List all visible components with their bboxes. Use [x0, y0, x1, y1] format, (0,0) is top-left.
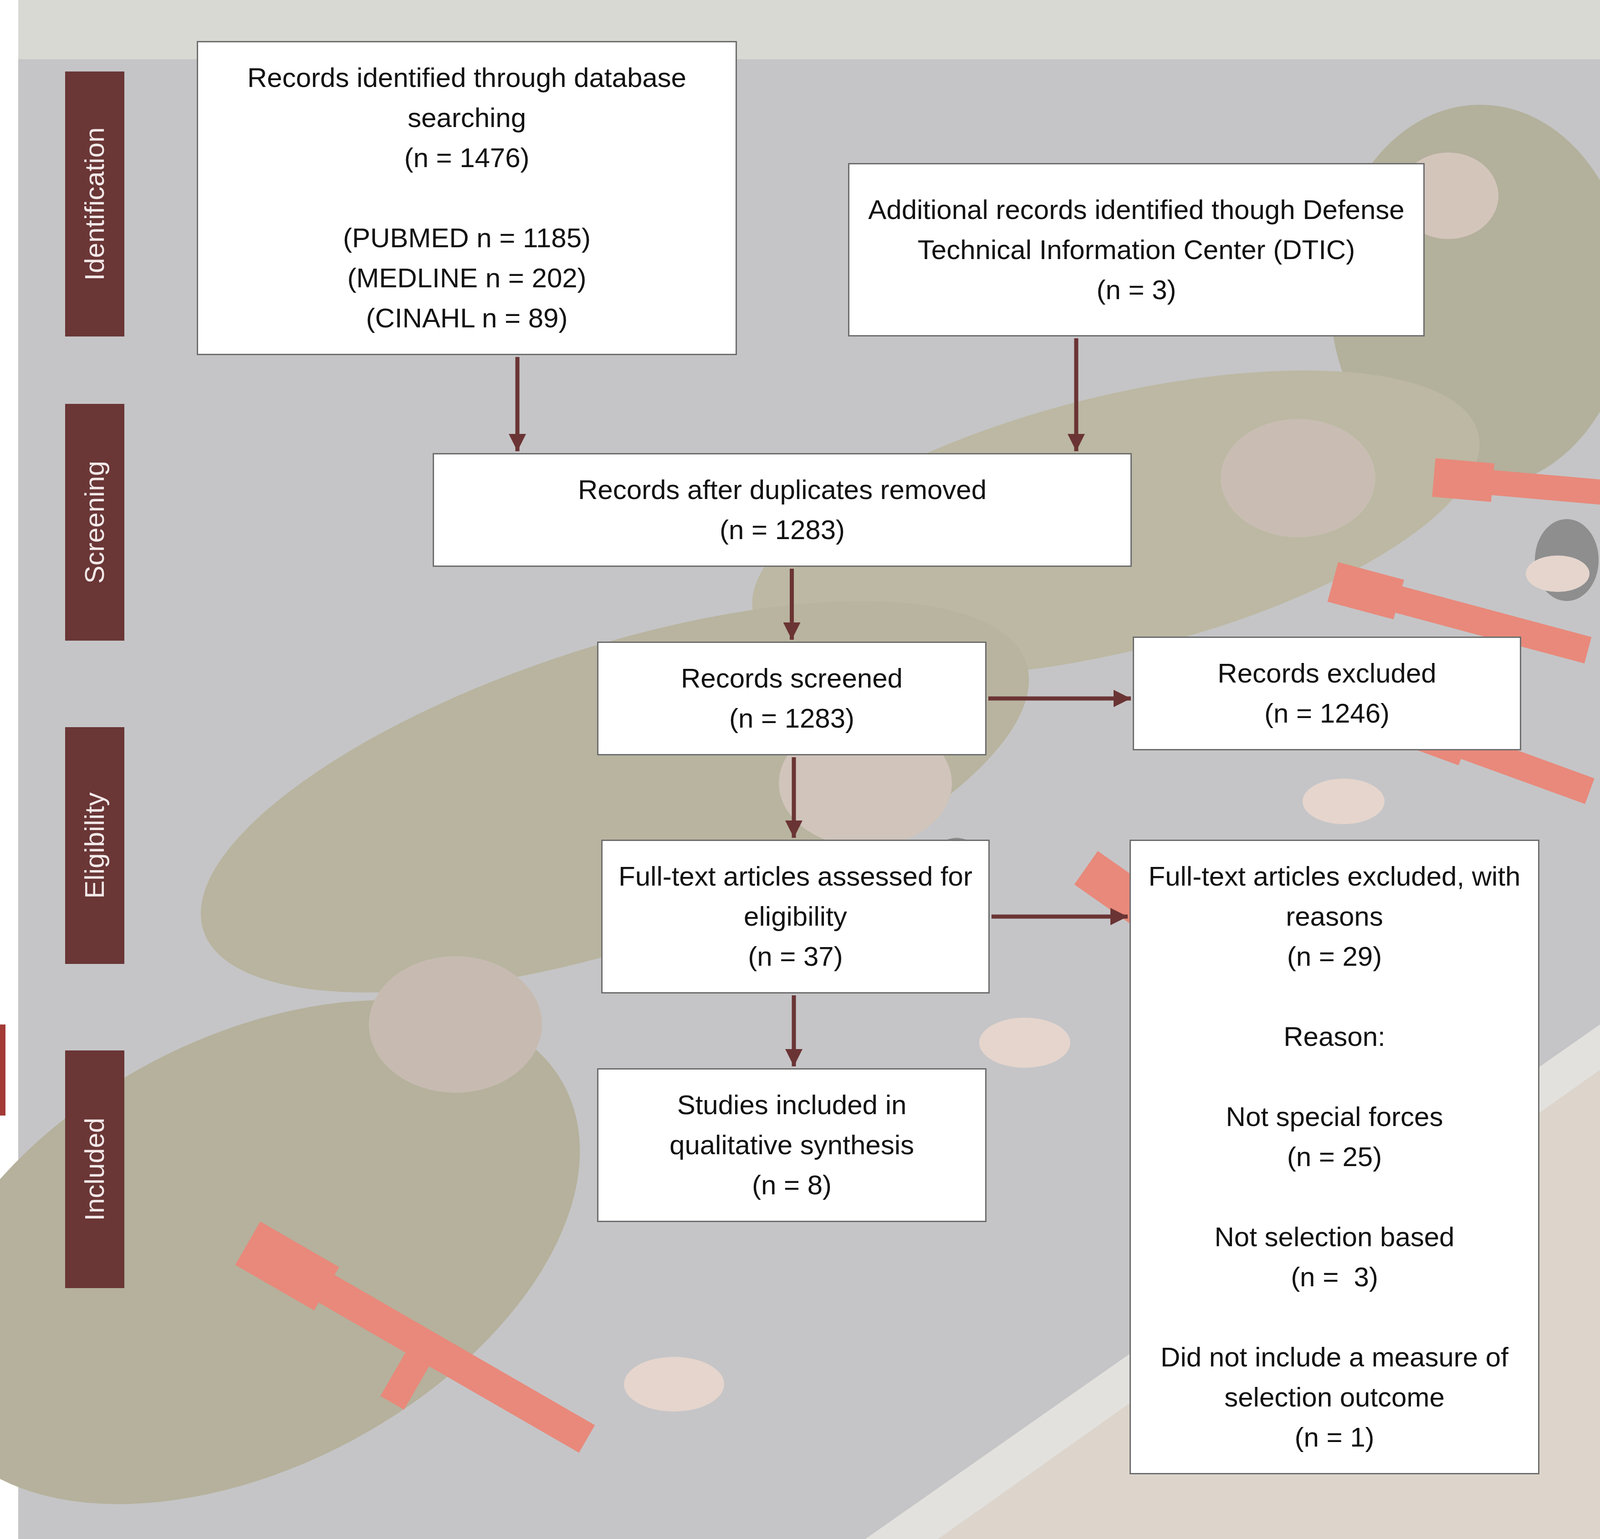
box-text: (n = 1) [1294, 1417, 1375, 1458]
flow-arrow [515, 357, 520, 452]
box-text: (n = 3) [1290, 1257, 1379, 1298]
stage-band: Screening [65, 403, 125, 641]
stage-label: Screening [78, 460, 111, 584]
box-text: Records identified through database sear… [211, 57, 722, 139]
flow-arrow [789, 568, 794, 640]
box-text: Full-text articles assessed for eligibil… [616, 856, 975, 937]
box-text: Reason: [1283, 1017, 1386, 1058]
process-box: Full-text articles assessed for eligibil… [601, 839, 990, 994]
process-box: Studies included in qualitative synthesi… [597, 1068, 987, 1223]
process-box: Full-text articles excluded, with reason… [1129, 839, 1540, 1475]
flow-arrow [792, 757, 797, 839]
box-text: (n = 3) [1096, 270, 1176, 311]
box-text: Records screened [680, 658, 903, 699]
box-text: (n = 25) [1287, 1137, 1382, 1178]
process-box: Records excluded(n = 1246) [1132, 636, 1522, 751]
flow-arrow [1074, 338, 1079, 452]
stage-label: Included [78, 1118, 111, 1222]
flow-arrow [792, 995, 797, 1067]
stage-band: Identification [65, 71, 125, 337]
stage-label: Eligibility [78, 792, 111, 899]
stage-band: Included [65, 1050, 125, 1289]
flow-arrow [991, 915, 1128, 920]
soldier-head [368, 956, 542, 1094]
process-box: Additional records identified though Def… [848, 163, 1425, 337]
box-text: (n = 1476) [403, 138, 530, 179]
box-text: Records excluded [1217, 653, 1437, 694]
edge-mark [0, 1024, 6, 1116]
process-box: Records screened(n = 1283) [597, 641, 987, 756]
flow-arrow [988, 696, 1131, 701]
box-text: Records after duplicates removed [577, 470, 987, 511]
soldier [157, 520, 1074, 1074]
box-text: Not selection based [1214, 1217, 1455, 1258]
process-box: Records after duplicates removed(n = 128… [432, 453, 1132, 568]
box-text: (n = 1283) [729, 698, 855, 739]
soldier [0, 896, 665, 1539]
box-text: Additional records identified though Def… [863, 189, 1410, 271]
stage-label: Identification [78, 127, 111, 282]
box-text: Full-text articles excluded, with reason… [1144, 856, 1525, 937]
stage-band: Eligibility [65, 727, 125, 965]
box-text: (PUBMED n = 1185) [342, 218, 591, 259]
process-box: Records identified through database sear… [196, 40, 737, 356]
box-text: (n = 1246) [1264, 693, 1390, 734]
box-text: Not special forces [1226, 1097, 1444, 1138]
box-text: Did not include a measure of selection o… [1144, 1337, 1525, 1418]
soldier-head [1220, 419, 1376, 538]
training-rifles [214, 458, 1600, 1497]
box-text: (CINAHL n = 89) [366, 298, 568, 339]
box-text: Studies included in qualitative synthesi… [612, 1085, 972, 1166]
box-text: (n = 8) [751, 1165, 832, 1206]
box-text: (MEDLINE n = 202) [347, 258, 587, 299]
box-text: (n = 1283) [719, 510, 845, 551]
box-text: (n = 37) [747, 936, 843, 977]
box-text: (n = 29) [1287, 936, 1382, 977]
